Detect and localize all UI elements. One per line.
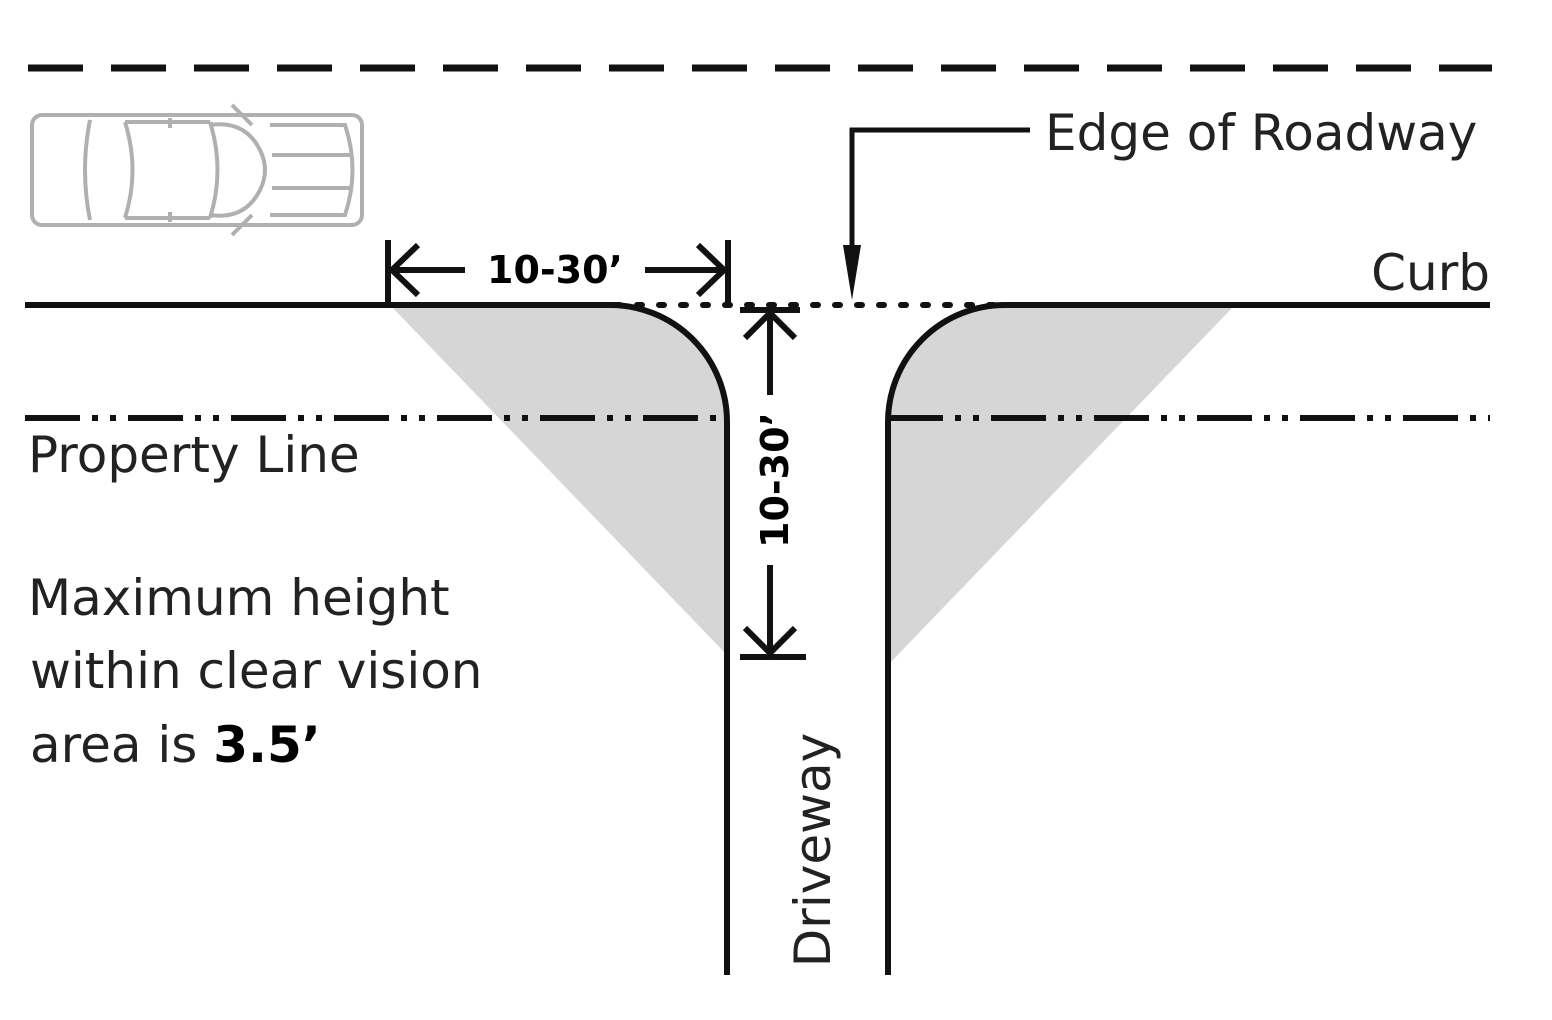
curb-line	[25, 302, 1490, 975]
driveway-label: Driveway	[784, 733, 842, 967]
car-icon	[30, 103, 364, 237]
edge-of-roadway-label: Edge of Roadway	[1045, 104, 1477, 162]
vertical-dimension	[740, 307, 806, 660]
property-line-label: Property Line	[28, 426, 360, 484]
clear-vision-area	[390, 305, 1235, 665]
horizontal-dimension-label: 10-30’	[487, 248, 623, 292]
arrowhead-icon	[843, 245, 861, 300]
edge-of-roadway-arrow	[849, 127, 1030, 265]
note-line-1: Maximum height	[28, 569, 450, 627]
note-line-2: within clear vision	[30, 642, 483, 700]
max-height-value: 3.5’	[213, 716, 321, 774]
note-line-3: area is 3.5’	[30, 716, 321, 774]
curb-label: Curb	[1371, 244, 1490, 302]
note-line-3-prefix: area is	[30, 716, 213, 774]
horizontal-dimension	[385, 240, 731, 305]
vertical-dimension-label: 10-30’	[753, 412, 797, 548]
